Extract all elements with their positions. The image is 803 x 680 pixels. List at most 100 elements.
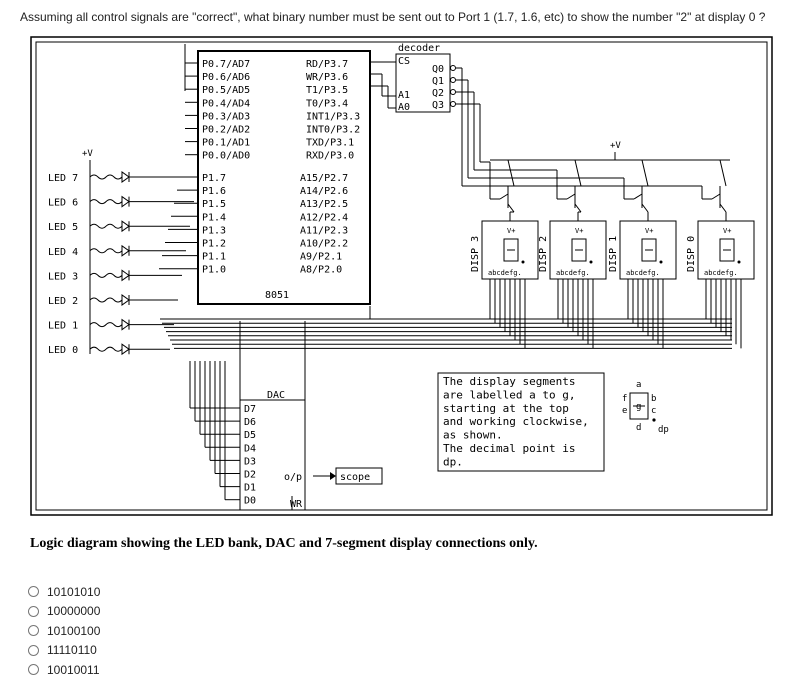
- pin-label: TXD/P3.1: [306, 138, 354, 149]
- radio-button[interactable]: [28, 644, 39, 656]
- pin-label: P1.5: [202, 199, 226, 210]
- pin-label: P1.4: [202, 212, 226, 223]
- dac-input: D2: [244, 470, 256, 481]
- pin-label: A12/P2.4: [300, 212, 348, 223]
- led-vplus-label: +V: [82, 149, 93, 159]
- dac-chip: [239, 399, 306, 511]
- note-line: starting at the top: [443, 402, 569, 415]
- note-line: The decimal point is: [443, 442, 575, 455]
- resistor-icon: [89, 223, 123, 229]
- decoder-output: Q3: [432, 100, 444, 111]
- pin-label: A13/P2.5: [300, 199, 348, 210]
- decoder-output: Q0: [432, 64, 444, 75]
- display-label: DISP 2: [538, 236, 549, 272]
- resistor-icon: [89, 297, 123, 303]
- led-label: LED 7: [48, 173, 78, 184]
- decoder-output: Q1: [432, 76, 444, 87]
- led-diode-icon: [121, 244, 130, 257]
- pin-label: P0.4/AD4: [202, 98, 250, 109]
- note-line: are labelled a to g,: [443, 388, 575, 401]
- radio-button[interactable]: [28, 586, 39, 598]
- resistor-icon: [89, 199, 123, 205]
- pin-label: P0.2/AD2: [202, 125, 250, 136]
- decoder-a0: A0: [398, 102, 410, 113]
- display-vplus: V+: [575, 227, 583, 235]
- diagram-caption: Logic diagram showing the LED bank, DAC …: [30, 536, 538, 551]
- pin-label: P1.0: [202, 265, 226, 276]
- resistor-icon: [89, 248, 123, 254]
- resistor-icon: [89, 174, 123, 180]
- seg-b: b: [651, 394, 656, 404]
- seg-a: a: [636, 380, 641, 390]
- pin-label: P0.7/AD7: [202, 59, 250, 70]
- seg-e: e: [622, 406, 627, 416]
- note-line: as shown.: [443, 429, 503, 442]
- pin-label: A10/P2.2: [300, 239, 348, 250]
- note-box: [437, 372, 605, 472]
- pin-label: P1.1: [202, 252, 226, 263]
- scope-label: scope: [340, 472, 370, 483]
- decoder-a1: A1: [398, 90, 410, 101]
- seg-c: c: [651, 406, 656, 416]
- display-vplus: V+: [645, 227, 653, 235]
- pin-label: P0.5/AD5: [202, 85, 250, 96]
- dac-input: D1: [244, 483, 256, 494]
- option-5[interactable]: 10010011: [28, 660, 100, 680]
- seg-dp: dp: [658, 425, 669, 435]
- dac-wr: WR: [290, 499, 303, 510]
- pin-label: P1.6: [202, 186, 226, 197]
- option-4[interactable]: 11110110: [28, 641, 100, 661]
- led-label: LED 2: [48, 296, 78, 307]
- pin-label: A14/P2.6: [300, 186, 348, 197]
- resistor-icon: [89, 346, 123, 352]
- pin-label: RXD/P3.0: [306, 151, 354, 162]
- note-line: and working clockwise,: [443, 415, 589, 428]
- pin-label: A11/P2.3: [300, 225, 348, 236]
- option-3[interactable]: 10100100: [28, 621, 100, 641]
- decoder-output: Q2: [432, 88, 444, 99]
- pin-label: P1.7: [202, 173, 226, 184]
- option-label: 10100100: [47, 623, 101, 638]
- resistor-icon: [89, 322, 123, 328]
- pin-label: P0.1/AD1: [202, 138, 250, 149]
- segment-pins: abcdefg.: [556, 269, 590, 277]
- dac-out: o/p: [284, 472, 302, 483]
- mcu-label: 8051: [265, 290, 289, 301]
- led-label: LED 0: [48, 345, 78, 356]
- option-2[interactable]: 10000000: [28, 602, 100, 622]
- pin-label: A8/P2.0: [300, 265, 342, 276]
- dac-input: D3: [244, 456, 256, 467]
- display-label: DISP 3: [470, 236, 481, 272]
- option-label: 10010011: [47, 662, 100, 677]
- option-1[interactable]: 10101010: [28, 582, 100, 602]
- decoder-title: decoder: [398, 43, 440, 54]
- pin-label: P1.2: [202, 239, 226, 250]
- decoder-cs: CS: [398, 56, 410, 67]
- radio-button[interactable]: [28, 605, 39, 617]
- led-diode-icon: [121, 220, 130, 233]
- pin-label: RD/P3.7: [306, 59, 348, 70]
- pin-label: T0/P3.4: [306, 98, 348, 109]
- resistor-icon: [89, 272, 123, 278]
- dac-input: D7: [244, 404, 256, 415]
- led-label: LED 6: [48, 198, 78, 209]
- segment-pins: abcdefg.: [488, 269, 522, 277]
- pin-label: P1.3: [202, 225, 226, 236]
- option-label: 10000000: [47, 604, 101, 619]
- seg-d: d: [636, 423, 641, 433]
- seg-g: g: [636, 402, 641, 412]
- led-diode-icon: [121, 269, 130, 282]
- led-label: LED 3: [48, 271, 78, 282]
- pin-label: P0.6/AD6: [202, 72, 250, 83]
- option-label: 11110110: [47, 643, 97, 658]
- option-label: 10101010: [47, 584, 101, 599]
- led-diode-icon: [121, 294, 130, 306]
- display-label: DISP 1: [608, 236, 619, 272]
- radio-button[interactable]: [28, 625, 39, 637]
- note-line: The display segments: [443, 375, 575, 388]
- pin-label: WR/P3.6: [306, 72, 348, 83]
- pin-label: INT0/P3.2: [306, 125, 360, 136]
- question-text: Assuming all control signals are "correc…: [20, 10, 766, 24]
- dac-input: D5: [244, 430, 256, 441]
- display-vplus: V+: [723, 227, 731, 235]
